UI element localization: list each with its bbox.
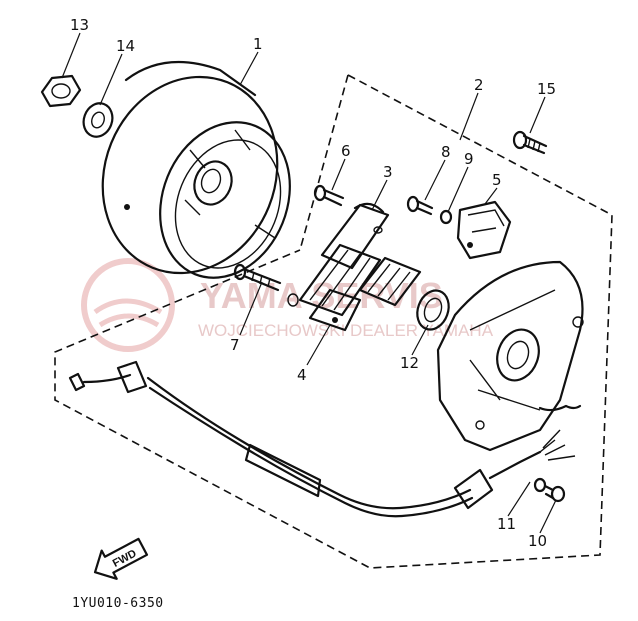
dealer-watermark: YAMA SERVIS WOJCIECHOWSKI DEALER YAMAHA	[81, 258, 494, 352]
stator-base-plate-part-2	[436, 260, 584, 452]
callout-6: 6	[341, 142, 351, 160]
pickup-coil-part-5	[456, 200, 512, 260]
flywheel-rotor-part-1	[101, 60, 291, 279]
watermark-logo-circle	[81, 258, 175, 352]
washer-part-9	[439, 209, 453, 225]
callout-3: 3	[383, 163, 393, 181]
screw-part-8	[406, 195, 434, 216]
stator-assembly-outline	[54, 74, 613, 569]
watermark-title: YAMA SERVIS	[200, 275, 443, 316]
diagram-part-code: 1YU010-6350	[72, 596, 164, 611]
callout-1: 1	[253, 35, 263, 53]
charge-coil-part-4	[308, 256, 422, 332]
screw-part-10	[543, 484, 566, 503]
callout-12: 12	[400, 354, 419, 372]
lighting-coil-part-3	[298, 202, 390, 317]
nut-part-13	[40, 74, 82, 108]
wiring-harness	[68, 360, 576, 518]
washer-part-11	[533, 477, 547, 493]
forward-direction-arrow: FWD	[93, 537, 149, 580]
screw-part-6	[313, 184, 345, 207]
callout-9: 9	[464, 150, 474, 168]
callout-10: 10	[528, 532, 547, 550]
washer-part-14	[82, 102, 114, 138]
callout-13: 13	[70, 16, 89, 34]
callout-8: 8	[441, 143, 451, 161]
screw-part-15	[512, 130, 548, 155]
callout-4: 4	[297, 366, 307, 384]
callout-numbers: 1 2 3 4 5 6 7 8 9 10 11 12 13 14 15	[70, 16, 556, 550]
callout-2: 2	[474, 76, 484, 94]
callout-15: 15	[537, 80, 556, 98]
callout-7: 7	[230, 336, 240, 354]
callout-14: 14	[116, 37, 135, 55]
callout-11: 11	[497, 515, 516, 533]
callout-leaders	[61, 32, 557, 534]
callout-5: 5	[492, 171, 502, 189]
